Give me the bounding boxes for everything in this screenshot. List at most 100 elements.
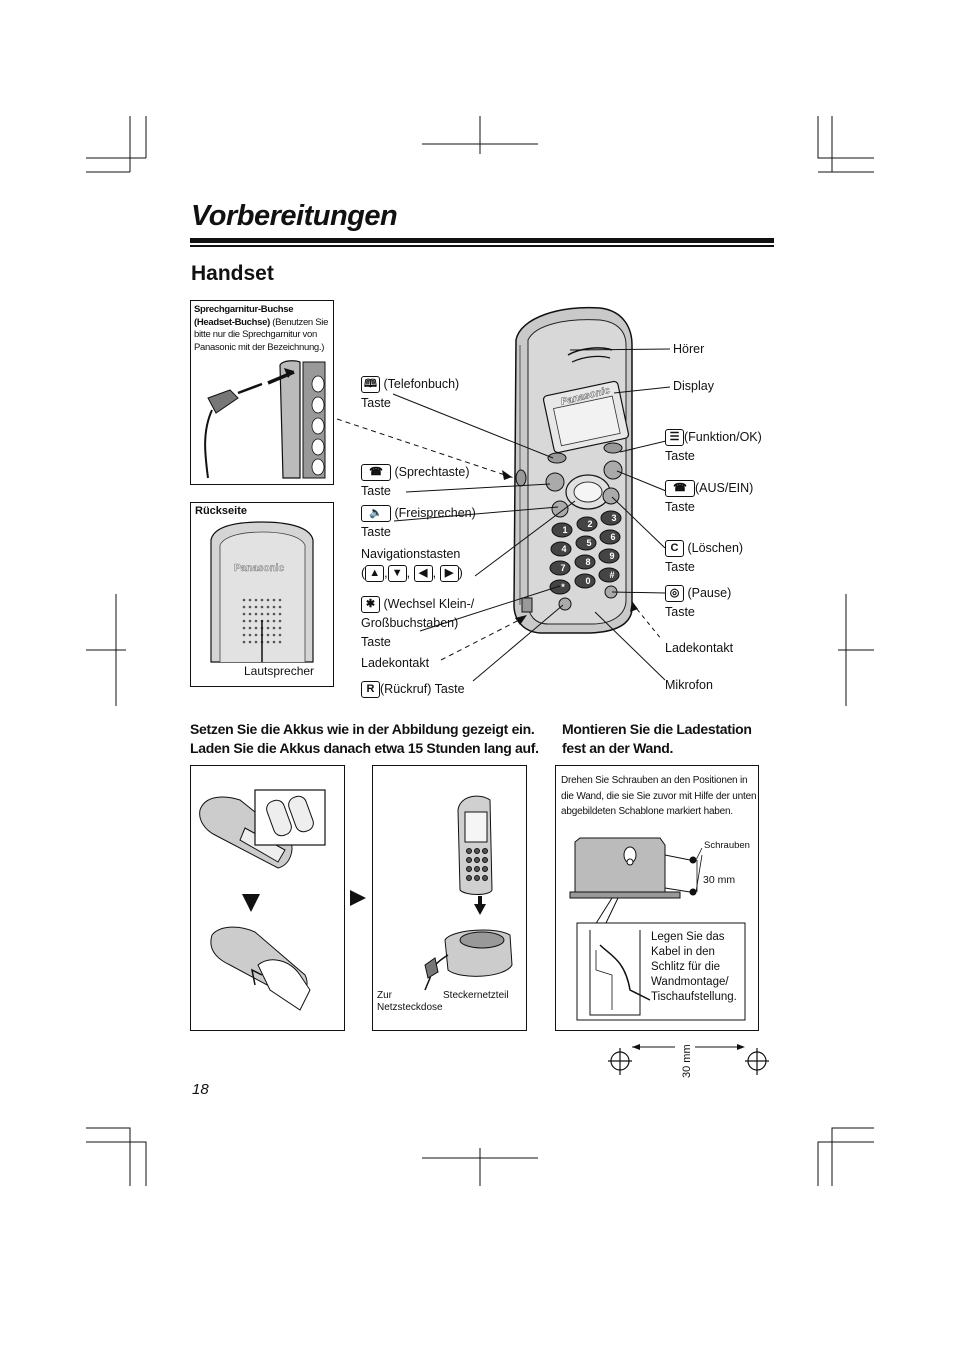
nav-up-icon: ▲ — [365, 565, 385, 583]
charger-step-box — [372, 765, 527, 1031]
section-heading: Handset — [191, 262, 274, 285]
star-label-2: Großbuchstaben) — [361, 616, 459, 630]
headset-jack-caption: Sprechgarnitur-Buchse (Headset-Buchse) (… — [194, 304, 332, 354]
rear-side-box — [190, 502, 334, 687]
speakerphone-label: (Freisprechen) — [394, 506, 476, 520]
wall-instructions: Drehen Sie Schrauben an den Positionen i… — [561, 775, 757, 817]
wall-heading: Montieren Sie die Ladestation fest an de… — [562, 720, 752, 758]
nav-down-icon: ▼ — [387, 565, 407, 583]
svg-text:1: 1 — [562, 525, 567, 535]
template-marks — [608, 1046, 769, 1075]
svg-text:#: # — [609, 570, 614, 580]
clear-key-icon: C — [665, 540, 684, 558]
pause-taste: Taste — [665, 605, 695, 619]
star-taste: Taste — [361, 635, 391, 649]
talk-callout: ☎ (Sprechtaste) Taste — [361, 463, 470, 501]
charge-contact-left-label: Ladekontakt — [361, 656, 430, 670]
cable-line-2: Kabel in den — [651, 946, 715, 958]
pause-label: (Pause) — [687, 586, 732, 600]
socket-label: Zur Netzsteckdose — [377, 990, 443, 1014]
speakerphone-taste: Taste — [361, 525, 391, 539]
socket-label-line-1: Zur — [377, 990, 392, 1001]
talk-taste: Taste — [361, 484, 391, 498]
svg-text:6: 6 — [610, 532, 615, 542]
page-number: 18 — [192, 1081, 209, 1098]
talk-label: (Sprechtaste) — [394, 465, 470, 479]
star-callout: ✱ (Wechsel Klein-/ Großbuchstaben) Taste — [361, 595, 474, 652]
svg-text:9: 9 — [609, 551, 614, 561]
callout-lines — [336, 348, 671, 682]
speakerphone-callout: 🔈 (Freisprechen) Taste — [361, 504, 476, 542]
function-label: (Funktion/OK) — [684, 430, 762, 444]
screw-distance-label: 30 mm — [703, 874, 736, 886]
function-taste: Taste — [665, 449, 695, 463]
speaker-label: Lautsprecher — [244, 664, 315, 678]
plug-label: Steckernetzteil — [443, 990, 509, 1001]
wall-step-box — [555, 765, 759, 1031]
wall-heading-line-2: fest an der Wand. — [562, 740, 674, 756]
clear-taste: Taste — [665, 560, 695, 574]
power-key-icon: ☎ — [665, 480, 695, 498]
recall-label: (Rückruf) Taste — [380, 682, 465, 696]
phonebook-taste: Taste — [361, 396, 391, 410]
recall-key-icon: R — [361, 681, 380, 699]
cable-line-4: Wandmontage/ — [651, 976, 729, 988]
wall-heading-line-1: Montieren Sie die Ladestation — [562, 721, 752, 737]
headset-jack-note: (Benutzen Sie bitte nur die Sprechgarnit… — [194, 316, 329, 353]
page-title: Vorbereitungen — [191, 200, 398, 232]
navigation-label: Navigationstasten — [361, 547, 461, 561]
title-rule-thin — [190, 245, 774, 247]
svg-text:0: 0 — [585, 576, 590, 586]
phonebook-key-icon: 🕮 — [361, 376, 380, 394]
star-label-1: (Wechsel Klein-/ — [383, 597, 475, 611]
battery-step-box — [190, 765, 345, 1031]
battery-insert-drawing — [199, 789, 326, 1011]
battery-heading-line-2: Laden Sie die Akkus danach etwa 15 Stund… — [190, 740, 539, 756]
wall-mount-drawing — [569, 837, 746, 1021]
headset-jack-drawing — [204, 360, 326, 479]
svg-text:3: 3 — [611, 513, 616, 523]
battery-heading-line-1: Setzen Sie die Akkus wie in der Abbildun… — [190, 721, 535, 737]
cable-line-5: Tischaufstellung. — [651, 991, 737, 1003]
pause-callout: ◎ (Pause) Taste — [665, 584, 731, 622]
svg-text:4: 4 — [561, 544, 566, 554]
template-distance: 30 mm — [681, 1044, 693, 1078]
title-rule — [190, 238, 774, 243]
headset-jack-title: Sprechgarnitur-Buchse (Headset-Buchse) — [194, 304, 294, 328]
clear-callout: C (Löschen) Taste — [665, 539, 743, 577]
navigation-callout: Navigationstasten (▲,▼, ◀, ▶) — [361, 545, 463, 583]
cable-line-3: Schlitz für die — [651, 961, 721, 973]
crop-marks — [86, 116, 874, 1186]
power-callout: ☎(AUS/EIN) Taste — [665, 479, 753, 517]
phonebook-label: (Telefonbuch) — [383, 377, 460, 391]
svg-text:7: 7 — [560, 563, 565, 573]
nav-open-paren: ( — [361, 566, 366, 580]
headset-jack-box — [190, 300, 334, 485]
cable-line-1: Legen Sie das — [651, 931, 725, 943]
rear-side-title: Rückseite — [195, 505, 247, 517]
menu-key-icon: ☰ — [665, 429, 684, 447]
screws-label: Schrauben — [704, 840, 750, 851]
phonebook-callout: 🕮 (Telefonbuch) Taste — [361, 375, 459, 413]
charger-drawing — [424, 795, 513, 991]
star-key-icon: ✱ — [361, 596, 380, 614]
handset-drawing: 123 456 789 *0# — [513, 306, 633, 634]
rear-brand: Panasonic — [234, 563, 284, 574]
power-label: (AUS/EIN) — [695, 481, 754, 495]
nav-close-paren: ) — [458, 566, 463, 580]
talk-key-icon: ☎ — [361, 464, 391, 482]
svg-text:8: 8 — [585, 557, 590, 567]
power-taste: Taste — [665, 500, 695, 514]
charge-contact-right-label: Ladekontakt — [665, 641, 734, 655]
cable-instructions: Legen Sie das Kabel in den Schlitz für d… — [651, 930, 737, 1005]
pause-key-icon: ◎ — [665, 585, 684, 603]
recall-callout: R(Rückruf) Taste — [361, 680, 465, 699]
receiver-label: Hörer — [673, 342, 705, 356]
svg-text:2: 2 — [587, 519, 592, 529]
nav-right-icon: ▶ — [439, 565, 459, 583]
socket-label-line-2: Netzsteckdose — [377, 1002, 443, 1013]
speakerphone-key-icon: 🔈 — [361, 505, 391, 523]
nav-left-icon: ◀ — [413, 565, 433, 583]
function-callout: ☰(Funktion/OK) Taste — [665, 428, 762, 466]
